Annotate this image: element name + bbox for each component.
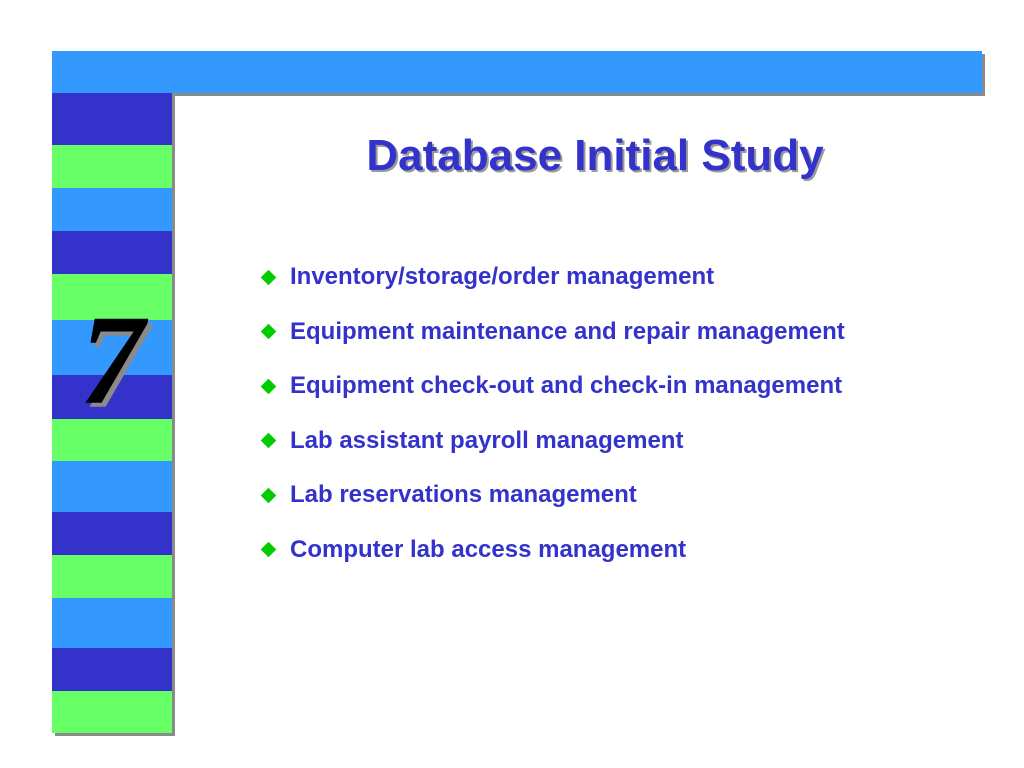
stripe	[52, 461, 172, 512]
list-item: Equipment check-out and check-in managem…	[260, 359, 845, 414]
list-item: Lab assistant payroll management	[260, 414, 845, 469]
diamond-bullet-icon	[260, 487, 277, 504]
stripe	[52, 145, 172, 188]
stripe	[52, 512, 172, 555]
bullet-text: Lab assistant payroll management	[290, 426, 684, 454]
diamond-bullet-icon	[260, 269, 277, 286]
bullet-list: Inventory/storage/order management Equip…	[260, 250, 845, 577]
diamond-bullet-icon	[260, 323, 277, 340]
list-item: Computer lab access management	[260, 523, 845, 578]
slide-title: Database Initial Study	[366, 131, 824, 180]
stripe	[52, 648, 172, 691]
stripe	[52, 231, 172, 274]
bullet-text: Computer lab access management	[290, 535, 687, 563]
chapter-number: 7	[80, 289, 144, 431]
bullet-text: Lab reservations management	[290, 481, 637, 509]
stripe	[52, 691, 172, 733]
bullet-text: Equipment maintenance and repair managem…	[290, 317, 845, 345]
diamond-bullet-icon	[260, 432, 277, 449]
list-item: Inventory/storage/order management	[260, 250, 845, 305]
list-item: Lab reservations management	[260, 468, 845, 523]
bullet-text: Equipment check-out and check-in managem…	[290, 372, 843, 400]
stripe	[52, 320, 172, 375]
list-item: Equipment maintenance and repair managem…	[260, 305, 845, 360]
diamond-bullet-icon	[260, 378, 277, 395]
stripe	[52, 274, 172, 320]
diamond-bullet-icon	[260, 541, 277, 558]
bullet-text: Inventory/storage/order management	[290, 263, 715, 291]
stripe	[52, 419, 172, 461]
stripe	[52, 93, 172, 145]
top-decorative-bar	[52, 51, 982, 93]
stripe	[52, 375, 172, 419]
stripe	[52, 188, 172, 231]
side-stripe-bar	[52, 93, 172, 733]
stripe	[52, 555, 172, 598]
stripe	[52, 598, 172, 648]
